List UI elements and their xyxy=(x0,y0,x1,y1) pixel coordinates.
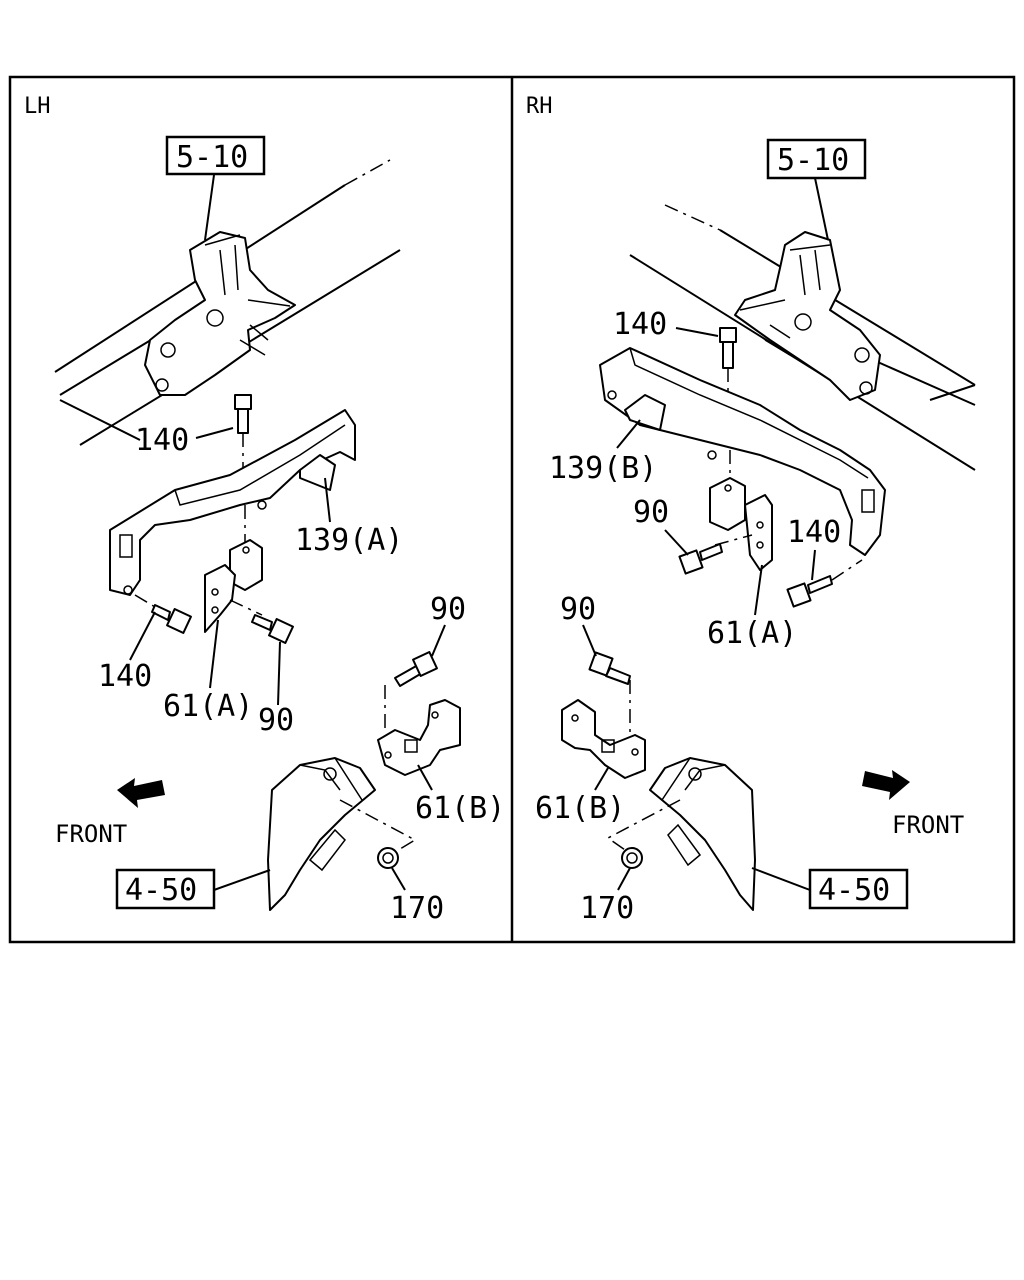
rh-side-label: RH xyxy=(526,94,553,119)
lh-ref-5-10: 5-10 xyxy=(176,140,248,175)
rh-nut-170 xyxy=(621,847,643,869)
lh-bracket-61a xyxy=(134,505,263,633)
rh-front-label: FRONT xyxy=(892,811,964,839)
lh-fender xyxy=(267,757,417,911)
rh-bolt-90-lower xyxy=(588,651,631,735)
rh-ref-4-50-leader xyxy=(751,867,811,891)
rh-panel: RH xyxy=(526,94,976,926)
lh-bracket-139a xyxy=(109,409,356,596)
lh-callout-140-top: 140 xyxy=(135,423,189,458)
lh-callout-139a: 139(A) xyxy=(295,523,403,558)
rh-ref-5-10-box xyxy=(766,138,867,180)
rh-callout-90-lower: 90 xyxy=(560,592,596,627)
rh-bolt-140-top xyxy=(719,327,737,400)
lh-callout-90-lower: 90 xyxy=(258,703,294,738)
lh-bracket-61b xyxy=(377,699,461,776)
rh-callout-90-upper: 90 xyxy=(633,495,669,530)
rh-callout-170: 170 xyxy=(580,891,634,926)
lh-callout-140-bottom: 140 xyxy=(98,659,152,694)
lh-callout-61b: 61(B) xyxy=(415,791,505,826)
lh-callout-61a: 61(A) xyxy=(163,689,253,724)
rh-callout-140-side: 140 xyxy=(787,515,841,550)
lh-ref-5-10-box xyxy=(165,135,266,176)
rh-engine-mount xyxy=(734,231,881,401)
lh-bolt-140-bottom xyxy=(151,604,192,634)
lh-nut-170 xyxy=(377,847,399,869)
rh-ref-4-50-box xyxy=(808,868,909,910)
rh-callout-61b: 61(B) xyxy=(535,791,625,826)
rh-bolt-140-side xyxy=(786,559,863,608)
rh-callout-61a: 61(A) xyxy=(707,616,797,651)
lh-bolt-140-top xyxy=(234,394,252,470)
lh-callout-170: 170 xyxy=(390,891,444,926)
rh-front-arrow-icon xyxy=(862,770,910,800)
rh-ref-5-10-leader xyxy=(814,177,829,241)
lh-panel: LH xyxy=(24,94,505,926)
rh-ref-5-10: 5-10 xyxy=(777,143,849,178)
lh-bolt-90-lower xyxy=(251,614,294,644)
lh-front-label: FRONT xyxy=(55,820,127,848)
rh-fender xyxy=(606,757,756,911)
lh-ref-5-10-leader xyxy=(204,174,215,241)
lh-bolt-90-upper xyxy=(384,651,438,730)
lh-ref-4-50: 4-50 xyxy=(125,873,197,908)
rh-bracket-61b xyxy=(561,699,646,779)
lh-engine-mount xyxy=(144,231,296,396)
rh-callout-139b: 139(B) xyxy=(549,451,657,486)
lh-side-label: LH xyxy=(24,94,51,119)
lh-ref-4-50-box xyxy=(115,868,216,910)
lh-front-arrow-icon xyxy=(117,778,165,808)
rh-bracket-139b xyxy=(599,347,886,556)
lh-callout-90-upper: 90 xyxy=(430,592,466,627)
rh-bracket-61a xyxy=(709,450,773,571)
rh-ref-4-50: 4-50 xyxy=(818,873,890,908)
rh-callout-140-top: 140 xyxy=(613,307,667,342)
lh-ref-4-50-leader xyxy=(213,869,271,891)
rh-bolt-90-upper xyxy=(678,543,723,575)
